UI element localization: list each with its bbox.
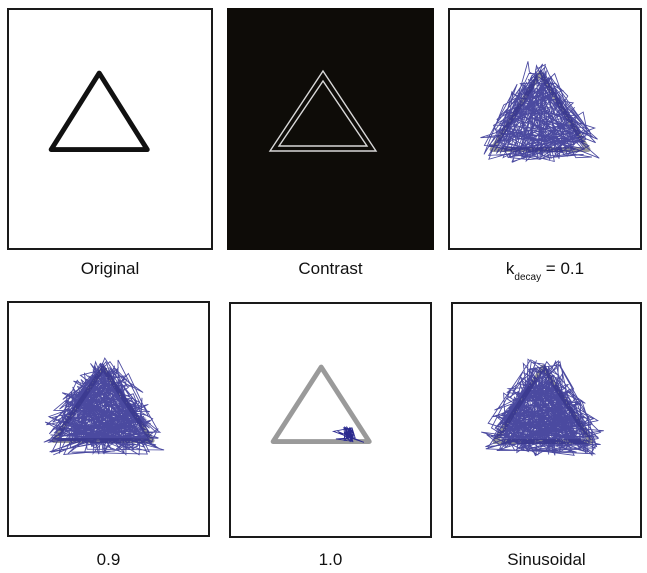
panel-contrast xyxy=(227,8,434,250)
triangle-outline xyxy=(48,70,150,153)
contrast-triangle-figure xyxy=(268,69,378,152)
k10-figure xyxy=(270,364,372,445)
caption-k: k xyxy=(505,259,515,278)
triangle-guide xyxy=(270,364,372,445)
blue-trace xyxy=(480,61,600,163)
caption-kdecay: kdecay = 0.1 xyxy=(448,259,642,283)
caption-original: Original xyxy=(80,259,140,278)
panel-kdecay-01 xyxy=(448,8,642,250)
trace-path xyxy=(480,61,600,163)
sinusoidal-figure xyxy=(481,358,604,457)
trace-path xyxy=(43,357,165,456)
caption-sinusoidal: Sinusoidal xyxy=(507,550,586,569)
k09-figure xyxy=(43,357,165,456)
contrast-inner-edge xyxy=(277,79,369,147)
panel-10 xyxy=(229,302,432,538)
caption-09: 0.9 xyxy=(96,550,121,569)
caption-value: = 0.1 xyxy=(541,259,585,278)
trace-path xyxy=(481,358,604,457)
blue-trace xyxy=(331,425,365,443)
panel-sinusoidal xyxy=(451,302,642,538)
panel-original xyxy=(7,8,213,250)
original-triangle-figure xyxy=(48,70,150,153)
panel-09 xyxy=(7,301,210,537)
trace-path xyxy=(331,425,365,443)
kdecay-01-figure xyxy=(480,61,600,163)
caption-10: 1.0 xyxy=(318,550,343,569)
caption-sub: decay xyxy=(514,272,542,283)
caption-contrast: Contrast xyxy=(298,259,363,278)
blue-trace xyxy=(481,358,604,457)
contrast-outer-edge xyxy=(268,69,378,152)
blue-trace xyxy=(43,357,165,456)
